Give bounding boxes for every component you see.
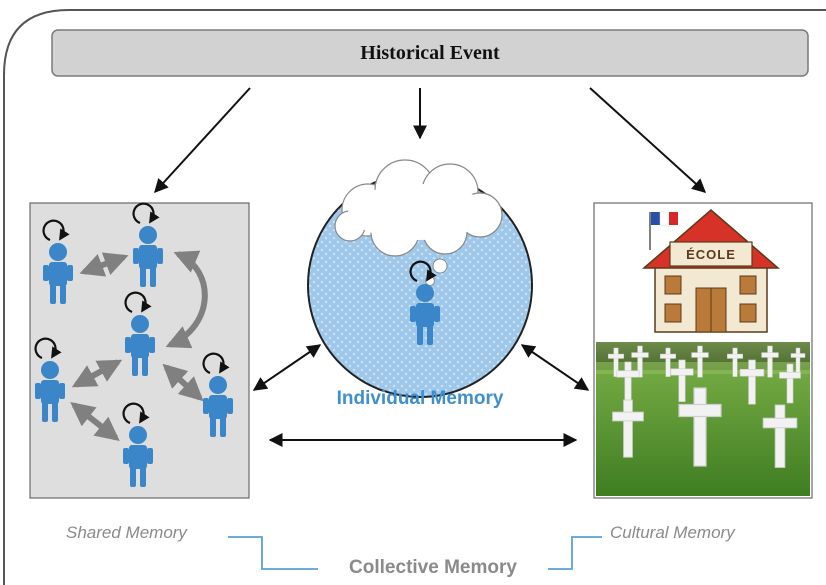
cultural-memory-panel: [593, 202, 813, 499]
shared-memory-label: Shared Memory: [66, 523, 187, 542]
outer-frame: [3, 9, 826, 585]
shared-memory-connectors: [70, 250, 208, 441]
collective-bracket: [228, 536, 602, 570]
school-sign-label: ÉCOLE: [686, 247, 736, 262]
thought-cloud-icon: [334, 159, 503, 286]
historical-event-box: [51, 29, 809, 77]
historical-event-title: Historical Event: [360, 42, 500, 64]
french-flag-icon: [649, 211, 678, 250]
cemetery-photo: [596, 342, 810, 496]
cultural-memory-label: Cultural Memory: [610, 523, 735, 542]
arrow-event-to-cultural: [589, 87, 707, 193]
arrow-shared-individual: [252, 344, 322, 391]
arrow-individual-cultural: [520, 344, 590, 391]
arrow-event-to-shared: [154, 87, 251, 194]
individual-memory-label: Individual Memory: [336, 388, 504, 409]
school-building-icon: [641, 209, 781, 333]
collective-memory-label: Collective Memory: [349, 557, 517, 578]
